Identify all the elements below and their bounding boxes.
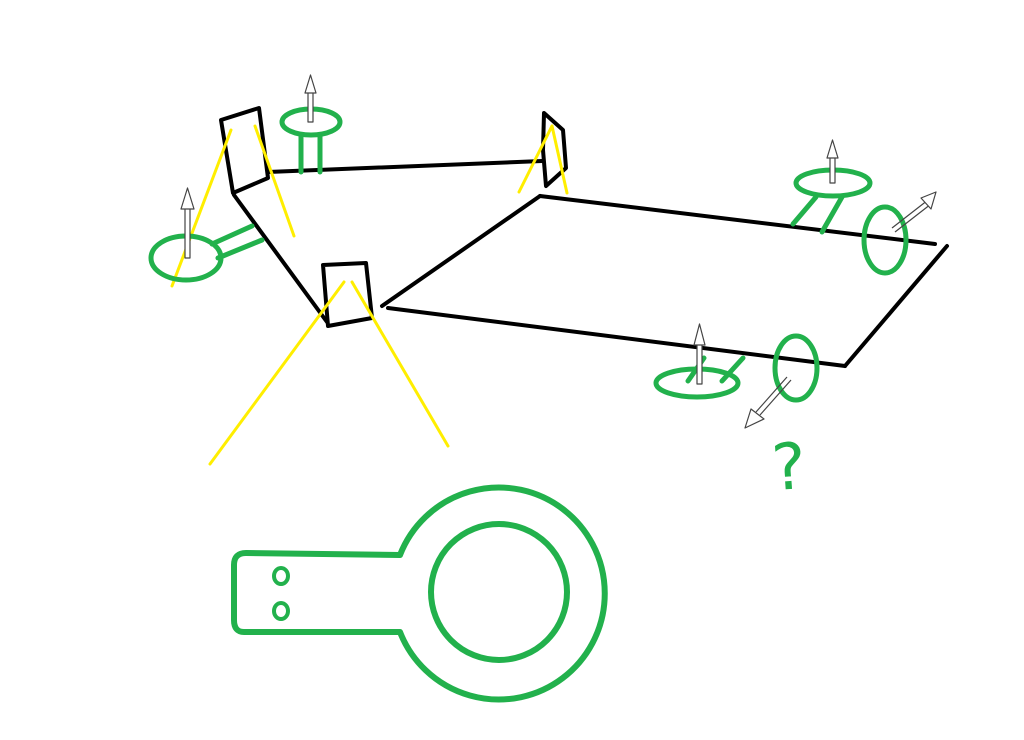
- plate-right-edge: [843, 244, 949, 368]
- propeller-plate-bottom-strut-2: [719, 355, 746, 384]
- camera-beam-right-2: [550, 124, 569, 195]
- camera-beams: [170, 124, 569, 466]
- question-mark-annotation: ?: [769, 429, 809, 507]
- double-arrow-icon: [891, 191, 937, 233]
- part-inner-ring: [428, 521, 570, 663]
- up-arrow-icon: [826, 139, 839, 184]
- double-arrow-icon: [744, 376, 792, 429]
- thrust-arrows: [180, 74, 937, 429]
- camera-beam-left-1: [170, 128, 233, 288]
- camera-beam-left-2: [253, 124, 296, 238]
- camera-beam-right-1: [517, 124, 554, 194]
- camera-mount-left: [219, 106, 270, 195]
- part-hole-2: [272, 601, 290, 621]
- plate-bottom-edge: [386, 306, 847, 368]
- frame-top-beam: [266, 159, 544, 174]
- camera-mount-center: [321, 261, 374, 328]
- propeller-plate-bottom-tilted: [772, 333, 820, 403]
- propeller-left-strut-2: [215, 237, 265, 261]
- camera-beam-center-2: [350, 280, 450, 448]
- propeller-plate-top-strut-1: [790, 194, 819, 227]
- part-outline: [231, 484, 608, 703]
- plate-top-edge: [538, 194, 937, 246]
- up-arrow-icon: [180, 187, 195, 259]
- part-detail: [231, 484, 608, 703]
- up-arrow-icon: [304, 74, 317, 123]
- propeller-plate-top-strut-2: [819, 194, 845, 235]
- frame-left-arm: [232, 193, 329, 324]
- propeller-plate-right-tilted: [861, 204, 909, 276]
- frame-diagonal-beam: [380, 194, 542, 308]
- frame: [219, 106, 949, 368]
- up-arrow-icon: [693, 323, 706, 385]
- part-hole-1: [272, 566, 290, 586]
- propellers: [148, 106, 909, 403]
- propeller-left-strut-1: [209, 223, 255, 247]
- camera-beam-center-1: [208, 280, 346, 466]
